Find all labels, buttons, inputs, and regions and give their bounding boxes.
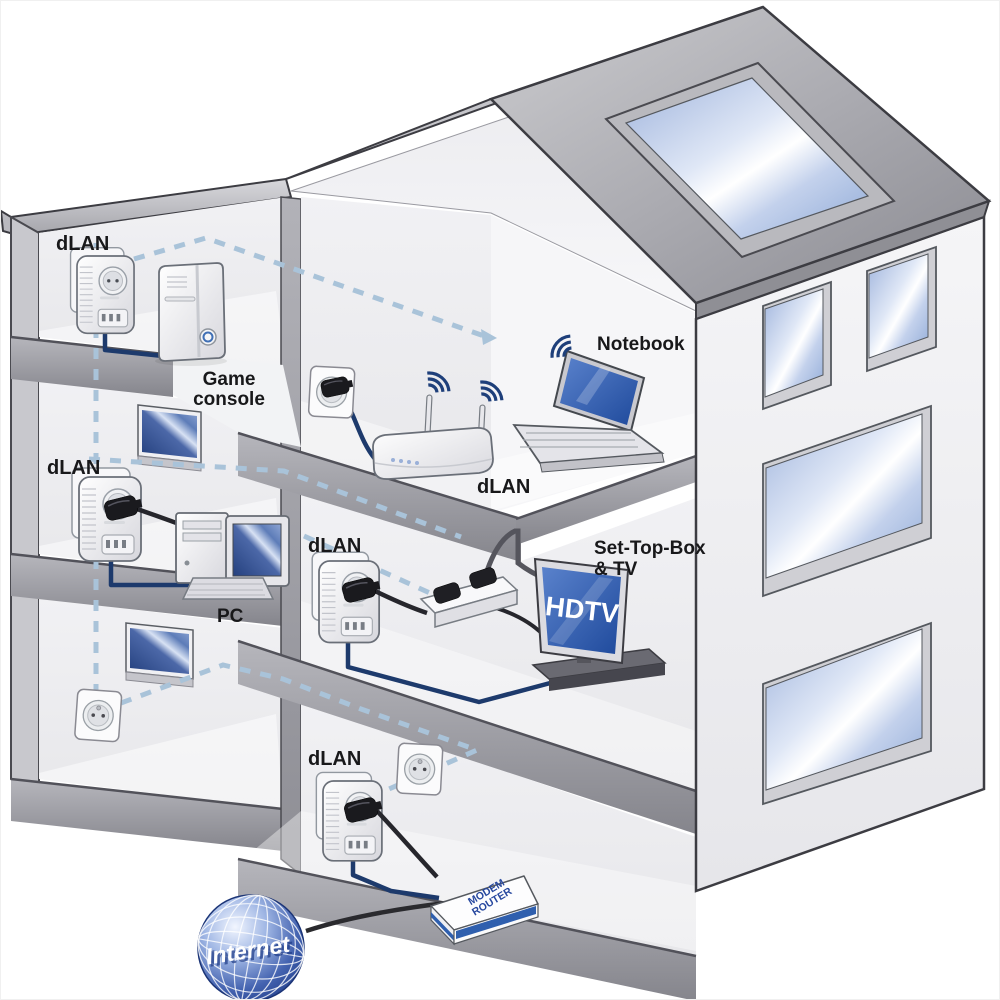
label-set-top-box-2: & TV (594, 559, 638, 580)
notebook-screen (560, 358, 638, 425)
labels: dLAN Game console dLAN PC Notebook dLAN … (47, 233, 706, 770)
ground-left-floor (39, 714, 283, 809)
powerline-network-dashes (88, 235, 485, 792)
skylight-window (604, 61, 896, 259)
cable-adapter-to-console (102, 331, 164, 359)
wall-outlet-ground-left (73, 688, 123, 743)
dlan-adapter-game-room (69, 246, 135, 335)
left-exterior-wall (10, 215, 40, 804)
cable-internet (305, 900, 447, 934)
label-notebook: Notebook (597, 334, 685, 355)
window-exterior-small-2 (866, 245, 937, 373)
power-strip (419, 567, 519, 628)
right-exterior-wall (694, 215, 986, 893)
label-game-console-2: console (193, 389, 265, 410)
label-dlan-router: dLAN (477, 476, 530, 498)
room-ground-left (39, 598, 283, 809)
window-middle-left (137, 404, 202, 472)
label-dlan-ground: dLAN (308, 748, 361, 770)
wall-outlet-ground-right (395, 742, 444, 796)
strip-plug-1 (433, 582, 461, 604)
powerline-dashed-tv-room (302, 533, 465, 611)
cable-adapter-to-tv (345, 643, 600, 705)
label-pc: PC (217, 606, 244, 627)
tv-screen (542, 567, 621, 654)
tv-and-set-top-box: HDTV (531, 557, 667, 691)
cable-adapter-to-modem (350, 859, 440, 901)
window-ground-left (125, 622, 194, 688)
cable-modem-power (375, 809, 439, 879)
desktop-pc (175, 512, 290, 600)
window-exterior-small-1 (762, 280, 832, 411)
internet-globe: Internet Internet (197, 894, 305, 999)
powerline-dashed-attic (133, 235, 485, 339)
window-exterior-large-2 (762, 621, 932, 806)
cable-adapter-to-pc (108, 559, 189, 588)
notebook (512, 349, 665, 473)
globe-grid (197, 894, 305, 999)
router-body (372, 427, 494, 480)
wifi-router (372, 394, 494, 480)
label-game-console-1: Game (203, 369, 256, 390)
label-set-top-box-1: Set-Top-Box (594, 538, 706, 559)
dashed-arrow-icon (481, 329, 497, 345)
game-console (155, 262, 227, 366)
powerline-dashed-middle (88, 456, 462, 540)
roof-right-plane (488, 5, 992, 321)
window-exterior-large-1 (762, 404, 932, 598)
pc-keyboard (181, 577, 275, 600)
strip-plug-2 (469, 567, 497, 589)
cable-strip-to-adapter (374, 588, 428, 616)
label-dlan-middle-left: dLAN (47, 457, 100, 479)
powerline-dashed-ground (120, 662, 484, 792)
tv-table-front (549, 663, 665, 691)
floor-slabs-left (10, 335, 284, 851)
label-dlan-tv-room: dLAN (308, 535, 361, 557)
label-dlan-attic-left: dLAN (56, 233, 109, 255)
pc-monitor-screen (232, 523, 282, 577)
